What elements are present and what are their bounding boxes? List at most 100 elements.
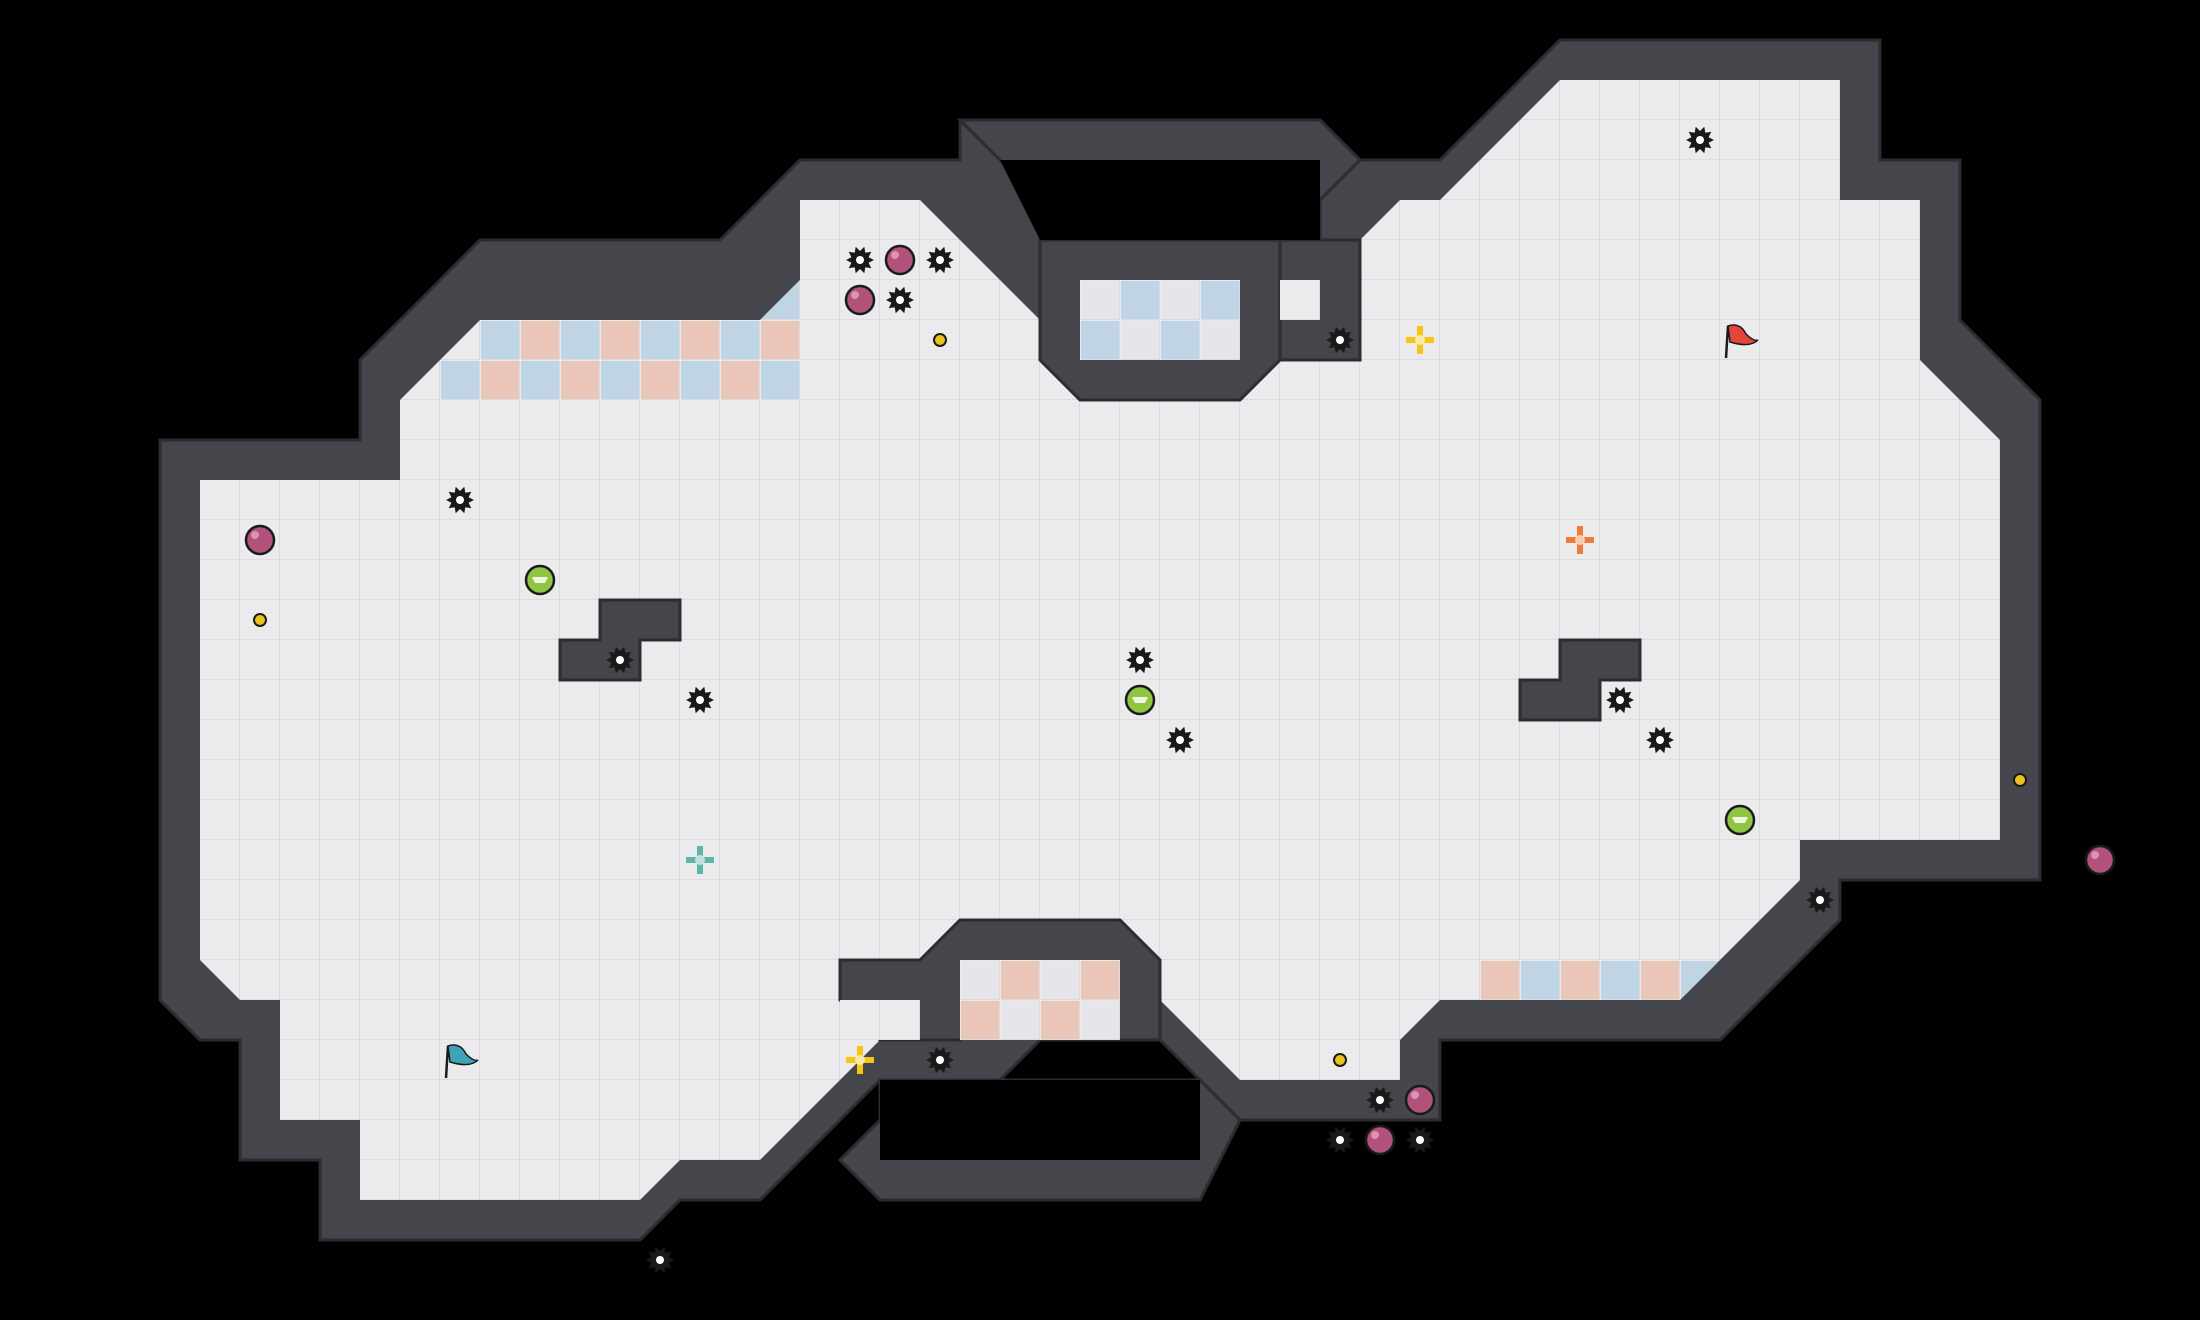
spike-icon: [1126, 646, 1154, 674]
coin-icon: [933, 333, 947, 347]
spike-icon: [606, 646, 634, 674]
map-floor: [200, 80, 2000, 1200]
team-tile: [1641, 1081, 1679, 1119]
team-tile: [1041, 961, 1079, 999]
coin-icon: [1333, 1053, 1347, 1067]
team-tile: [1161, 321, 1199, 359]
spike-icon: [1806, 886, 1834, 914]
coin-icon: [2013, 773, 2027, 787]
flag-icon: [444, 1044, 479, 1079]
team-tile: [1601, 1041, 1639, 1079]
powerup-icon: [686, 846, 714, 874]
team-tile: [601, 361, 639, 399]
floor-window: [1080, 280, 1240, 360]
team-tile: [961, 1001, 999, 1039]
team-tile: [481, 361, 519, 399]
team-tile: [521, 361, 559, 399]
team-tile: [1081, 281, 1119, 319]
spike-icon: [926, 246, 954, 274]
team-tile: [721, 321, 759, 359]
team-tile: [1521, 1081, 1559, 1119]
spike-icon: [886, 286, 914, 314]
team-tile: [1001, 961, 1039, 999]
team-tile: [1521, 961, 1559, 999]
spike-icon: [926, 1046, 954, 1074]
team-tile: [681, 361, 719, 399]
team-tile: [1681, 1041, 1719, 1079]
team-tile: [601, 321, 639, 359]
team-tile: [1641, 1041, 1679, 1079]
bomb-icon: [244, 524, 276, 556]
team-tile: [1041, 1041, 1079, 1079]
floor-window: [840, 1000, 920, 1040]
team-tile: [521, 321, 559, 359]
void-hole: [880, 1080, 1200, 1160]
bomb-icon: [884, 244, 916, 276]
team-tile: [1481, 961, 1519, 999]
boost-icon: [524, 564, 556, 596]
team-tile: [1641, 961, 1679, 999]
bomb-icon: [1364, 1124, 1396, 1156]
team-tile: [1601, 961, 1639, 999]
team-tile: [1161, 281, 1199, 319]
team-tile: [1561, 1081, 1599, 1119]
obstacles: [558, 118, 1642, 1202]
spike-icon: [1606, 686, 1634, 714]
boost-icon: [1724, 804, 1756, 836]
floor-window: [960, 960, 1120, 1040]
team-tile: [1081, 321, 1119, 359]
spike-icon: [446, 486, 474, 514]
powerup-icon: [1406, 326, 1434, 354]
team-tile: [1561, 961, 1599, 999]
team-tile: [481, 321, 519, 359]
floor-window: [1280, 280, 1320, 320]
team-tile: [1601, 1081, 1639, 1119]
team-tile: [1201, 321, 1239, 359]
team-tile: [1201, 281, 1239, 319]
team-tile: [561, 361, 599, 399]
team-tile: [721, 361, 759, 399]
team-tile: [761, 361, 799, 399]
team-tile: [681, 321, 719, 359]
flag-icon: [1724, 324, 1759, 359]
bomb-icon: [844, 284, 876, 316]
team-tile: [1561, 1041, 1599, 1079]
team-tile: [1121, 321, 1159, 359]
boost-icon: [1124, 684, 1156, 716]
spike-icon: [1166, 726, 1194, 754]
team-tile: [641, 321, 679, 359]
powerup-icon: [846, 1046, 874, 1074]
spike-icon: [1326, 1126, 1354, 1154]
spike-icon: [1686, 126, 1714, 154]
team-tile: [761, 321, 799, 359]
obstacle-block: [1518, 638, 1642, 722]
team-tile: [1081, 961, 1119, 999]
team-tile: [1521, 1041, 1559, 1079]
team-tile: [441, 361, 479, 399]
spike-icon: [1646, 726, 1674, 754]
team-tile: [1121, 281, 1159, 319]
spike-icon: [646, 1246, 674, 1274]
spike-icon: [846, 246, 874, 274]
team-tile: [641, 361, 679, 399]
spike-icon: [686, 686, 714, 714]
team-tile: [1041, 1001, 1079, 1039]
spike-icon: [1326, 326, 1354, 354]
entities: [244, 126, 2116, 1274]
bomb-icon: [1404, 1084, 1436, 1116]
team-tile: [1081, 1001, 1119, 1039]
team-tile: [1481, 1081, 1519, 1119]
team-tile: [1481, 1041, 1519, 1079]
team-tile: [1001, 1001, 1039, 1039]
team-tile: [561, 321, 599, 359]
coin-icon: [253, 613, 267, 627]
obstacle-block: [558, 598, 682, 682]
powerup-icon: [1566, 526, 1594, 554]
spike-icon: [1406, 1126, 1434, 1154]
team-tile: [961, 961, 999, 999]
bomb-icon: [2084, 844, 2116, 876]
void-hole: [1000, 160, 1320, 240]
spike-icon: [1366, 1086, 1394, 1114]
